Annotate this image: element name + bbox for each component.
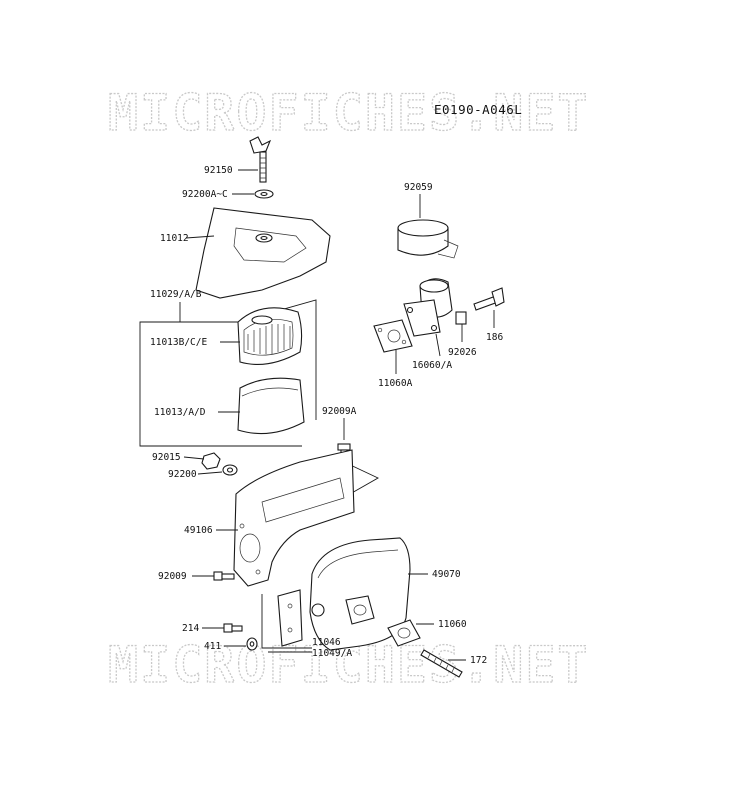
label-92200: 92200 — [168, 469, 197, 480]
bolt-186[interactable] — [473, 287, 505, 311]
diagram-code: E0190-A046L — [434, 102, 522, 117]
label-92015: 92015 — [152, 452, 181, 463]
label-186: 186 — [486, 332, 503, 343]
collar-92026[interactable] — [455, 311, 467, 325]
label-11013bce: 11013B/C/E — [150, 337, 207, 348]
bolt-92009[interactable] — [213, 571, 235, 581]
muffler-49070[interactable] — [309, 537, 411, 651]
label-411: 411 — [204, 641, 221, 652]
label-49106: 49106 — [184, 525, 213, 536]
gasket-11060a[interactable] — [373, 319, 413, 353]
label-11046: 11046 — [312, 637, 341, 648]
elbow-92059[interactable] — [397, 219, 459, 259]
muffler-cover-49106[interactable] — [233, 449, 355, 587]
label-11012: 11012 — [160, 233, 189, 244]
wing-bolt-92150[interactable] — [249, 136, 272, 183]
label-11049: 11049/A — [312, 648, 352, 659]
label-92026: 92026 — [448, 347, 477, 358]
label-172: 172 — [470, 655, 487, 666]
bolt-214[interactable] — [223, 623, 243, 633]
label-11060: 11060 — [438, 619, 467, 630]
nut-92015[interactable] — [201, 452, 221, 470]
label-11029: 11029/A/B — [150, 289, 202, 300]
label-49070: 49070 — [432, 569, 461, 580]
stud-172[interactable] — [420, 649, 463, 678]
filter-element-11013bce[interactable] — [237, 307, 303, 365]
label-92009: 92009 — [158, 571, 187, 582]
washer-92200a-c[interactable] — [254, 189, 274, 199]
label-92009a: 92009A — [322, 406, 357, 417]
air-cleaner-cover-11012[interactable] — [195, 207, 331, 299]
bracket-11046[interactable] — [277, 589, 303, 647]
washer-411[interactable] — [246, 637, 258, 651]
gasket-11060[interactable] — [387, 619, 421, 647]
label-16060: 16060/A — [412, 360, 452, 371]
label-11060a: 11060A — [378, 378, 413, 389]
label-92150: 92150 — [204, 165, 233, 176]
exhaust-flange — [345, 595, 375, 625]
label-92200a-c: 92200A~C — [182, 189, 228, 200]
watermark-top: MICROFICHES.NET — [108, 84, 590, 142]
label-92059: 92059 — [404, 182, 433, 193]
washer-92200[interactable] — [222, 464, 238, 476]
air-cleaner-base-16060a[interactable] — [403, 278, 453, 337]
pre-cleaner-11013ad[interactable] — [237, 377, 305, 435]
label-11013ad: 11013/A/D — [154, 407, 206, 418]
label-214: 214 — [182, 623, 199, 634]
